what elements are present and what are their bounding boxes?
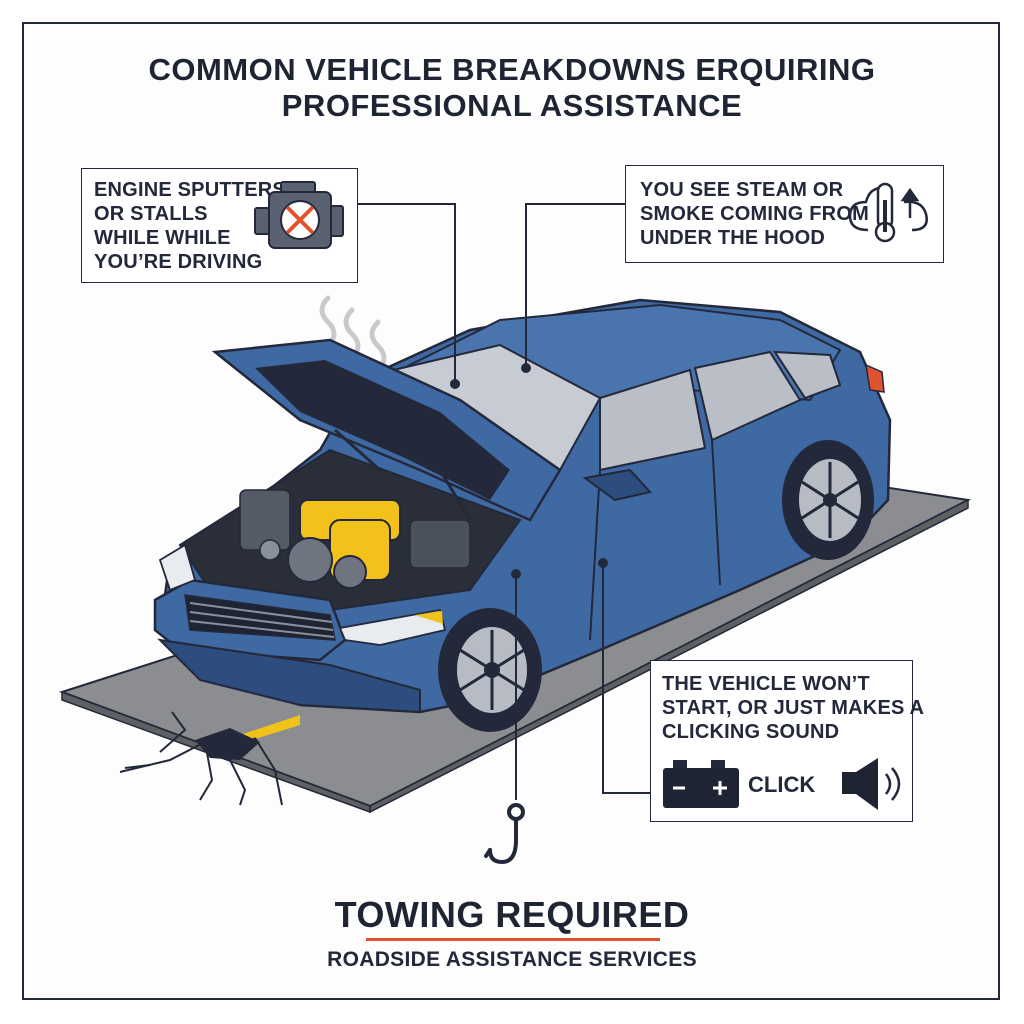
- steam-wisps: [319, 295, 387, 373]
- callout-engine-line-2: OR STALLS: [94, 203, 208, 225]
- footer-divider: [366, 938, 660, 941]
- title-line-2: PROFESSIONAL ASSISTANCE: [281, 88, 743, 123]
- callout-steam-line-2: SMOKE COMING FROM: [640, 203, 869, 225]
- callout-engine-line-3: WHILE WHILE: [94, 227, 231, 249]
- callout-steam-line-1: YOU SEE STEAM OR: [640, 179, 844, 201]
- leader-dots: [450, 363, 608, 579]
- callout-start-line-1: THE VEHICLE WON’T: [662, 673, 870, 695]
- tow-hook-icon: [484, 803, 525, 865]
- callout-engine-line-1: ENGINE SPUTTERS: [94, 179, 286, 201]
- rear-wheel: [782, 440, 874, 560]
- callout-start-line-3: CLICKING SOUND: [662, 721, 840, 743]
- callout-engine-line-4: YOU’RE DRIVING: [94, 251, 263, 273]
- engine-parts: [239, 489, 471, 589]
- click-label: CLICK: [748, 772, 816, 797]
- title-line-1: COMMON VEHICLE BREAKDOWNS ERQUIRING: [148, 52, 876, 87]
- callout-start-line-2: START, OR JUST MAKES A: [662, 697, 925, 719]
- callout-engine-text: ENGINE SPUTTERS OR STALLS WHILE WHILE YO…: [94, 178, 286, 274]
- footer-subtitle: ROADSIDE ASSISTANCE SERVICES: [327, 948, 697, 971]
- callout-steam-line-3: UNDER THE HOOD: [640, 227, 826, 249]
- callout-start-text: THE VEHICLE WON’T START, OR JUST MAKES A…: [662, 672, 924, 744]
- car-body: [153, 298, 892, 714]
- leader-lines: [358, 203, 650, 800]
- callout-steam-text: YOU SEE STEAM OR SMOKE COMING FROM UNDER…: [640, 178, 869, 250]
- footer-title: TOWING REQUIRED: [334, 894, 690, 935]
